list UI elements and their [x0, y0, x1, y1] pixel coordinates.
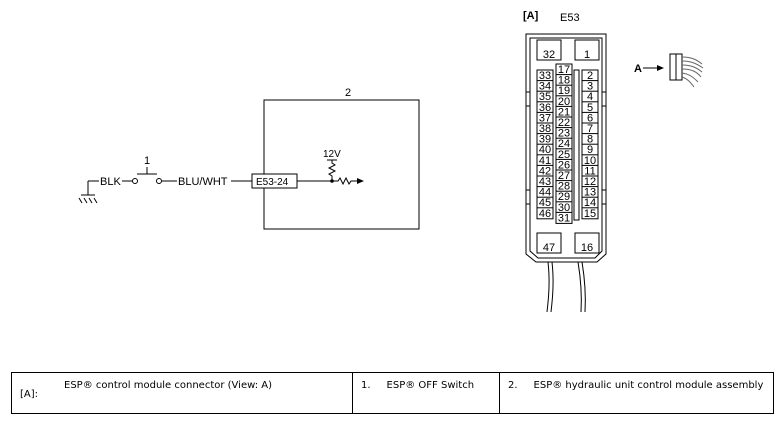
svg-text:24: 24: [558, 138, 570, 150]
module-number: 2: [345, 87, 351, 99]
connector-divider: [573, 69, 580, 221]
connector-pin-15: 15: [581, 207, 599, 220]
svg-text:26: 26: [558, 159, 570, 171]
control-module-box: [263, 99, 420, 230]
switch-number: 1: [144, 155, 150, 167]
connector-name: E53: [560, 12, 580, 24]
legend-cell-connector: [A]: ESP® control module connector (View…: [11, 372, 353, 414]
svg-text:41: 41: [539, 155, 551, 167]
esp-off-switch: [132, 167, 162, 184]
connector-thumbnail: [669, 53, 704, 88]
connector-pin-12: 12: [581, 175, 599, 188]
connector-pin-10: 10: [581, 154, 599, 167]
connector-pin-1: 1: [574, 39, 600, 61]
legend-text: ESP® control module connector (View: A): [64, 380, 273, 391]
legend-key: [A]:: [20, 389, 39, 400]
svg-text:30: 30: [558, 202, 570, 214]
svg-text:40: 40: [539, 144, 551, 156]
terminal-label: E53-24: [256, 177, 289, 188]
svg-text:9: 9: [587, 144, 593, 156]
signal-wire-label: BLU/WHT: [178, 176, 228, 188]
connector-pin-16: 16: [574, 232, 600, 254]
svg-text:7: 7: [587, 123, 593, 135]
svg-text:16: 16: [581, 242, 593, 254]
legend-table: [A]: ESP® control module connector (View…: [11, 372, 774, 414]
legend-key: 1.: [361, 380, 371, 391]
connector-pin-32: 32: [536, 39, 562, 61]
voltage-label: 12V: [323, 149, 341, 160]
legend-text: ESP® hydraulic unit control module assem…: [533, 380, 764, 391]
view-tag: [A]: [523, 10, 539, 22]
svg-text:43: 43: [539, 176, 551, 188]
svg-text:18: 18: [558, 75, 570, 87]
svg-text:2: 2: [587, 70, 593, 82]
svg-text:6: 6: [587, 112, 593, 124]
view-arrow: [657, 65, 664, 71]
svg-text:1: 1: [584, 49, 590, 61]
connector-pin-23: 23: [555, 127, 573, 140]
legend-cell-module: 2. ESP® hydraulic unit control module as…: [499, 372, 774, 414]
legend-text: ESP® OFF Switch: [386, 380, 475, 391]
svg-text:35: 35: [539, 91, 551, 103]
connector-pin-47: 47: [536, 232, 562, 254]
svg-text:10: 10: [584, 155, 596, 167]
connector-pin-31: 31: [555, 211, 573, 224]
pullup-resistor: [327, 159, 337, 181]
svg-text:3: 3: [587, 81, 593, 93]
connector-pin-18: 18: [555, 74, 573, 87]
svg-text:39: 39: [539, 134, 551, 146]
svg-text:4: 4: [587, 91, 593, 103]
legend-key: 2.: [508, 380, 518, 391]
svg-text:19: 19: [558, 85, 570, 97]
svg-text:5: 5: [587, 102, 593, 114]
svg-text:28: 28: [558, 181, 570, 193]
connector-pin-46: 46: [536, 207, 554, 220]
signal-arrow: [357, 178, 364, 184]
svg-text:36: 36: [539, 102, 551, 114]
svg-text:11: 11: [584, 165, 595, 177]
svg-text:37: 37: [539, 112, 551, 124]
ground-wire-label: BLK: [100, 176, 121, 188]
connector-pin-28: 28: [555, 180, 573, 193]
connector-pin-27: 27: [555, 169, 573, 182]
svg-text:21: 21: [558, 106, 570, 118]
svg-text:20: 20: [558, 96, 570, 108]
connector-pin-34: 34: [536, 80, 554, 93]
svg-text:8: 8: [587, 134, 593, 146]
connector-pin-39: 39: [536, 133, 554, 146]
view-arrow-label: A: [634, 63, 642, 75]
svg-text:23: 23: [558, 128, 570, 140]
svg-text:22: 22: [558, 117, 570, 129]
svg-text:29: 29: [558, 191, 570, 203]
svg-text:25: 25: [558, 149, 570, 161]
svg-text:38: 38: [539, 123, 551, 135]
svg-text:27: 27: [558, 170, 570, 182]
legend-cell-switch: 1. ESP® OFF Switch: [352, 372, 500, 414]
connector-pin-35: 35: [536, 90, 554, 103]
svg-text:32: 32: [543, 49, 555, 61]
ground-symbol: [78, 181, 98, 204]
svg-text:12: 12: [584, 176, 596, 188]
svg-text:45: 45: [539, 197, 551, 209]
svg-text:47: 47: [543, 242, 555, 254]
connector-pin-25: 25: [555, 148, 573, 161]
svg-text:44: 44: [539, 187, 551, 199]
svg-text:15: 15: [584, 208, 596, 220]
svg-text:13: 13: [584, 187, 596, 199]
svg-text:34: 34: [539, 81, 551, 93]
connector-housing: [525, 33, 607, 313]
svg-text:17: 17: [558, 64, 570, 76]
svg-text:33: 33: [539, 70, 551, 82]
svg-text:14: 14: [584, 197, 596, 209]
svg-text:31: 31: [558, 212, 570, 224]
svg-text:46: 46: [539, 208, 551, 220]
input-resistor: [332, 176, 359, 186]
svg-text:42: 42: [539, 165, 551, 177]
